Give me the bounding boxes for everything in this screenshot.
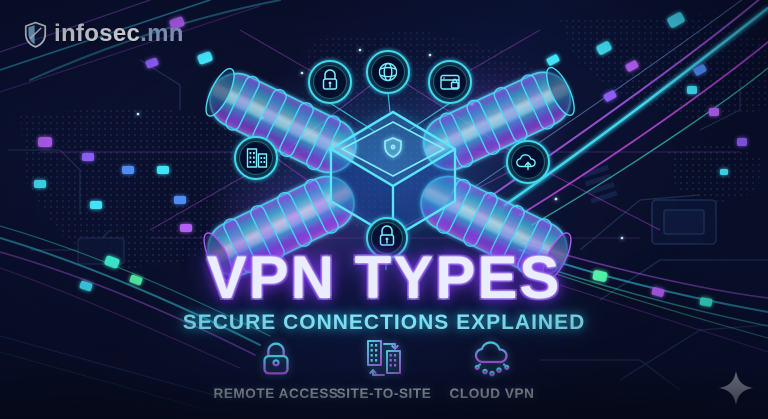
shield-icon — [24, 21, 47, 48]
vpn-type-remote-access: REMOTE ACCESS — [213, 333, 338, 401]
brand-tld: .mn — [140, 20, 184, 47]
brand-name: infosec — [54, 20, 141, 47]
node-lock-icon — [308, 60, 352, 104]
brand-wordmark: infosec.mn — [54, 20, 184, 48]
cloud-network-icon — [469, 333, 515, 381]
brand-logo: infosec.mn — [24, 20, 184, 48]
vpn-type-label: CLOUD VPN — [449, 386, 535, 401]
padlock-icon — [254, 333, 298, 381]
node-lock-bottom-icon — [366, 217, 408, 259]
vpn-type-label: REMOTE ACCESS — [213, 386, 339, 401]
node-cloud-upload-icon — [506, 140, 550, 184]
vpn-types-row: REMOTE ACCESS — [213, 333, 546, 401]
site-to-site-buildings-icon — [361, 333, 407, 381]
node-office-buildings-icon — [234, 136, 278, 180]
vpn-type-label: SITE-TO-SITE — [336, 386, 432, 401]
vpn-type-cloud-vpn: CLOUD VPN — [438, 333, 546, 401]
node-globe-network-icon — [366, 50, 410, 94]
node-secure-browser-icon — [428, 60, 472, 104]
vpn-type-site-to-site: SITE-TO-SITE — [330, 333, 438, 401]
sparkle-icon — [719, 371, 753, 410]
shield-cube-icon — [384, 137, 402, 158]
